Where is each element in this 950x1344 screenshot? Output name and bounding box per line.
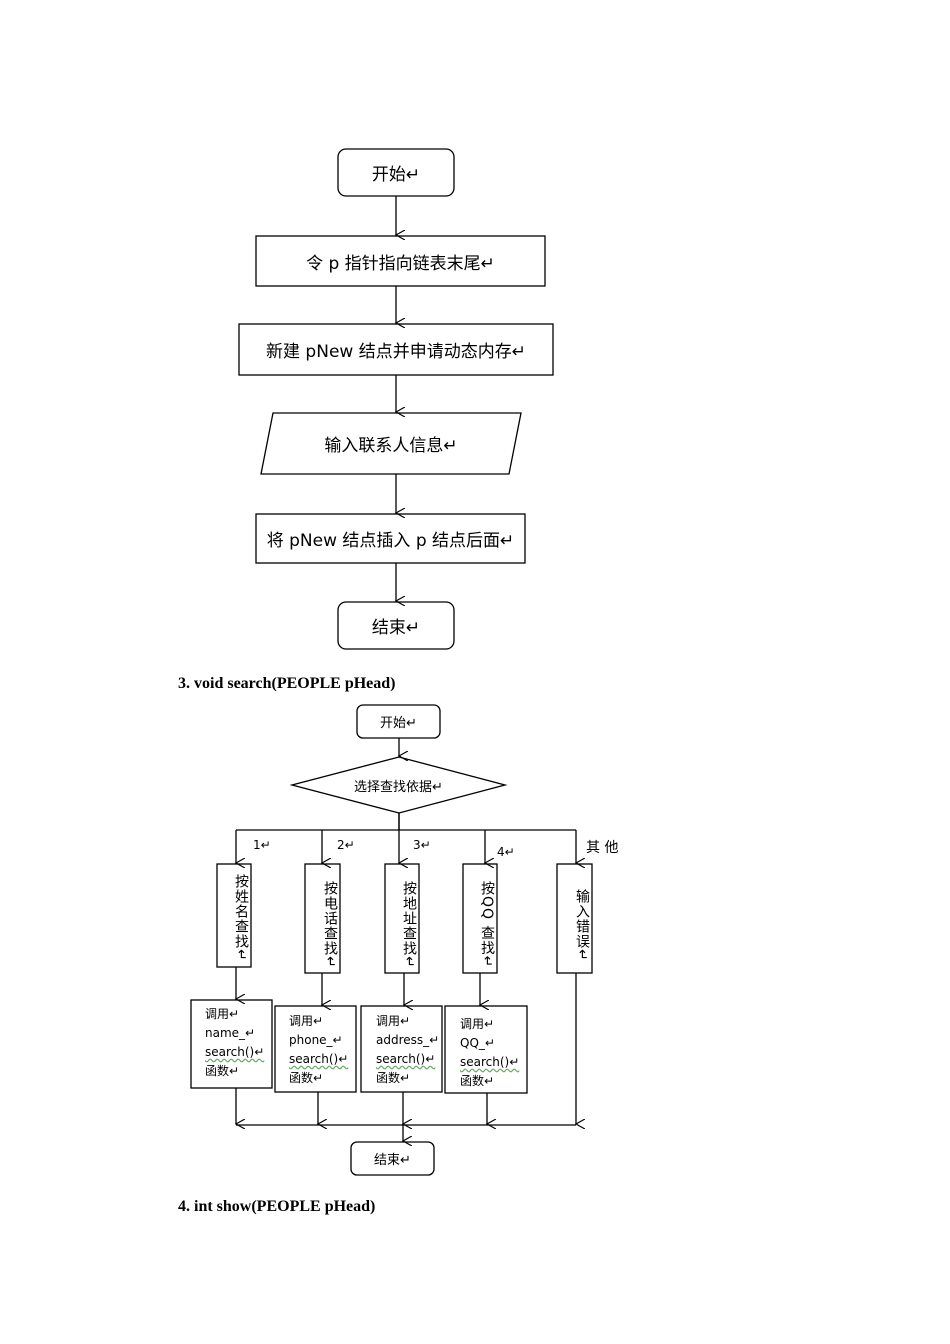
call-line: 函数↵ [205, 1064, 240, 1078]
branch-label-3: 3↵ [413, 838, 431, 852]
fc2-end: 结束↵ [374, 1153, 411, 1168]
call-line: 调用↵ [289, 1014, 324, 1028]
branch-label-1: 1↵ [253, 838, 271, 852]
branch-by-name: 按姓名查找↵ [233, 873, 249, 962]
fc1-end: 结束↵ [371, 618, 421, 638]
call-line: search()↵ [289, 1052, 349, 1066]
fc1-step3-shape [255, 513, 526, 564]
call-line: 函数↵ [376, 1071, 411, 1085]
call-qq-search: 调用↵ QQ_↵ search()↵ 函数↵ [445, 1015, 527, 1091]
branch-label-4: 4↵ [497, 845, 515, 859]
branch-label-other: 其 他 [586, 840, 619, 856]
call-line: address_↵ [376, 1033, 440, 1047]
call-line: search()↵ [205, 1045, 265, 1059]
fc1-step1: 令 p 指针指向链表末尾↵ [306, 253, 495, 274]
call-line: search()↵ [376, 1052, 436, 1066]
call-phone-search: 调用↵ phone_↵ search()↵ 函数↵ [275, 1012, 356, 1088]
fc1-input: 输入联系人信息↵ [324, 436, 458, 456]
call-address-search: 调用↵ address_↵ search()↵ 函数↵ [361, 1012, 442, 1088]
fc1-end-shape [337, 601, 455, 650]
heading-show: 4. int show(PEOPLE pHead) [178, 1198, 376, 1215]
branch-by-phone: 按电话查找↵ [322, 881, 338, 969]
fc1-step3: 将 pNew 结点插入 p 结点后面↵ [266, 531, 515, 551]
call-line: search()↵ [460, 1055, 520, 1069]
call-line: 调用↵ [376, 1014, 411, 1028]
branch-input-error: 输入错误↵ [574, 888, 590, 962]
fc2-end-shape [350, 1141, 435, 1176]
call-line: phone_↵ [289, 1033, 343, 1047]
fc1-step1-shape [255, 235, 546, 287]
call-line: name_↵ [205, 1026, 256, 1040]
call-line: 调用↵ [205, 1007, 240, 1021]
call-name-search: 调用↵ name_↵ search()↵ 函数↵ [191, 1005, 272, 1081]
call-line: 调用↵ [460, 1017, 495, 1031]
fc2-decision: 选择查找依据↵ [354, 779, 443, 795]
call-line: QQ_↵ [460, 1036, 495, 1050]
branch-label-2: 2↵ [337, 838, 355, 852]
branch-by-address: 按地址查找↵ [401, 881, 417, 969]
fc2-start: 开始↵ [380, 716, 417, 731]
fc2-decision-shape [289, 756, 508, 814]
call-line: 函数↵ [289, 1071, 324, 1085]
branch-by-qq: 按QQ 查找↵ [479, 881, 495, 969]
call-line: 函数↵ [460, 1074, 495, 1088]
fc1-input-shape [260, 412, 522, 475]
heading-search: 3. void search(PEOPLE pHead) [178, 675, 396, 692]
fc1-step2: 新建 pNew 结点并申请动态内存↵ [266, 342, 526, 362]
fc1-start: 开始↵ [371, 165, 421, 185]
